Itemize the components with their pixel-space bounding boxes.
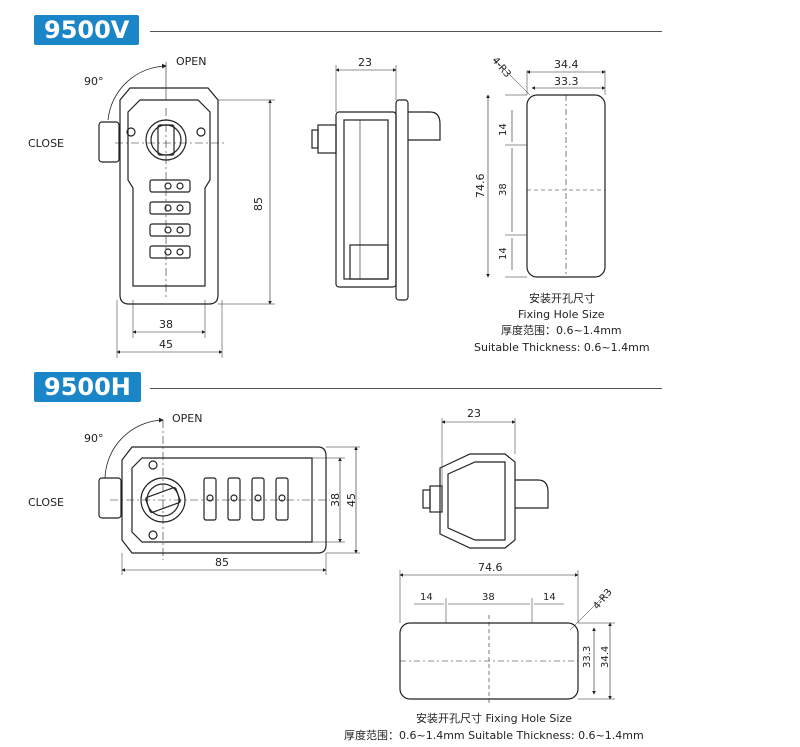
v-close-label: CLOSE [28, 137, 64, 150]
v-hole-dim-radius: 4-R3 [489, 55, 512, 80]
v-side-view [311, 65, 441, 301]
v-open-label: OPEN [176, 55, 206, 68]
v-dim-inner-width: 38 [159, 318, 173, 331]
v-side-dim-depth: 23 [358, 56, 372, 69]
h-caption: 安装开孔尺寸 Fixing Hole Size [416, 711, 572, 725]
h-front-view [98, 417, 360, 575]
h-hole-dim-right: 14 [543, 592, 556, 603]
v-caption-cn: 安装开孔尺寸 [529, 291, 595, 305]
section-divider-9500h [150, 388, 662, 389]
h-side-view [422, 418, 549, 549]
v-thickness-en: Suitable Thickness: 0.6~1.4mm [474, 341, 650, 354]
h-dim-width: 85 [215, 556, 229, 569]
v-hole-dim-bottom: 14 [498, 247, 509, 260]
v-hole-view [486, 59, 606, 278]
v-hole-dim-inner: 33.3 [554, 75, 579, 88]
h-hole-dim-radius: 4-R3 [591, 587, 614, 612]
v-dim-width: 45 [159, 338, 173, 351]
h-combination-wheels [203, 477, 289, 521]
h-hole-dim-total: 74.6 [478, 561, 503, 574]
h-open-label: OPEN [172, 412, 202, 425]
h-hole-view [399, 570, 615, 705]
v-hole-dim-total: 74.6 [474, 174, 487, 199]
v-dim-height: 85 [252, 197, 265, 211]
h-side-dim-depth: 23 [467, 407, 481, 420]
section-title-9500v: 9500V [34, 15, 140, 45]
v-front-view [98, 62, 275, 358]
h-hole-dim-inner: 33.3 [582, 646, 593, 668]
h-dim-height: 45 [345, 493, 358, 507]
h-hole-dim-mid: 38 [482, 592, 495, 603]
h-hole-dim-outer: 34.4 [600, 646, 611, 668]
v-thickness-cn: 厚度范围：0.6~1.4mm [501, 323, 622, 337]
section-divider-9500v [150, 31, 662, 32]
h-dim-inner-height: 38 [329, 493, 342, 507]
v-hole-dim-outer: 34.4 [554, 58, 579, 71]
h-hole-dim-left: 14 [420, 592, 433, 603]
v-angle-label: 90° [84, 75, 104, 88]
h-angle-label: 90° [84, 432, 104, 445]
v-hole-dim-top: 14 [498, 123, 509, 136]
h-close-label: CLOSE [28, 496, 64, 509]
v-caption-en: Fixing Hole Size [518, 308, 605, 321]
section-title-9500h: 9500H [34, 372, 141, 402]
v-hole-dim-mid: 38 [498, 183, 509, 196]
v-combination-wheels [149, 179, 191, 259]
h-thickness: 厚度范围：0.6~1.4mm Suitable Thickness: 0.6~1… [344, 728, 644, 742]
